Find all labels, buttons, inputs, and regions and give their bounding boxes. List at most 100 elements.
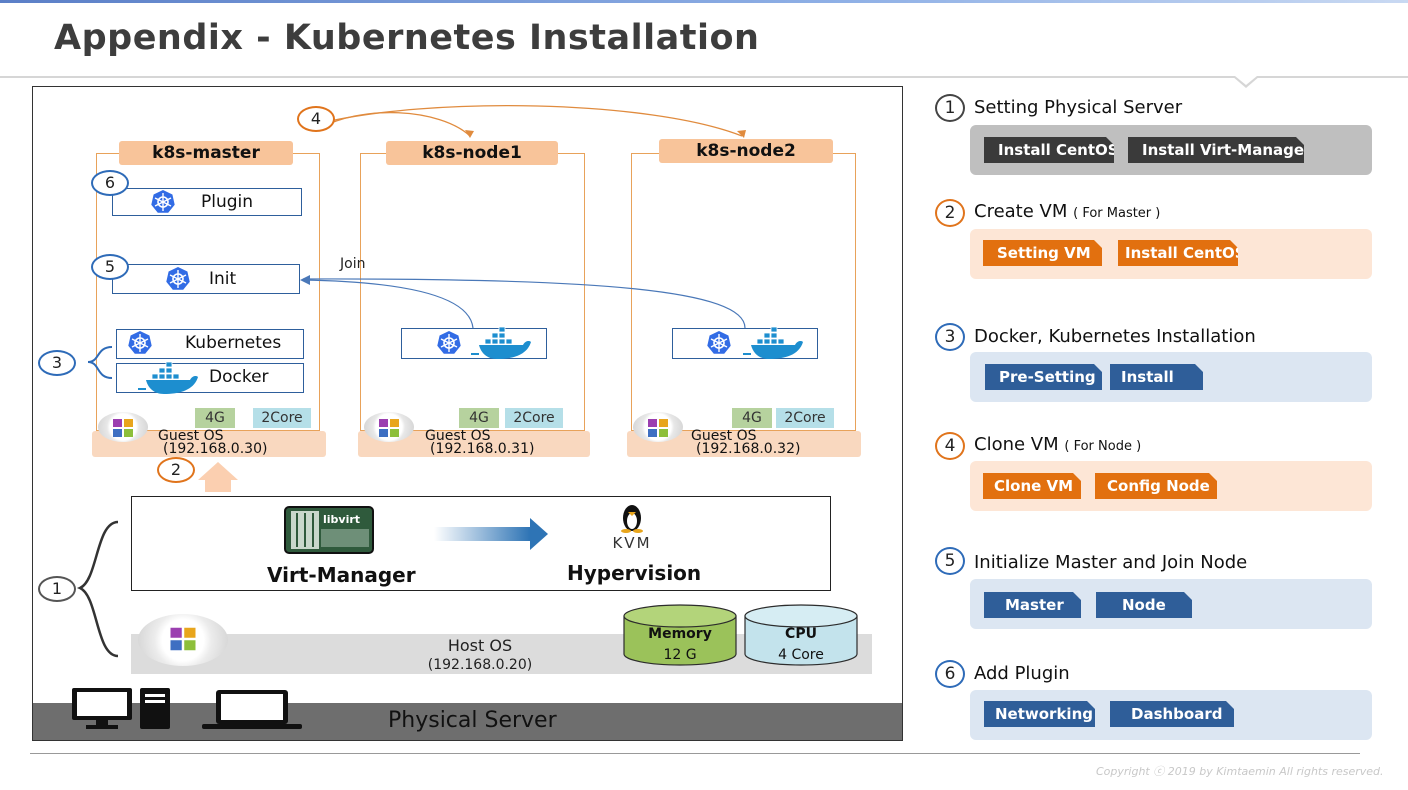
marker-4: 4 <box>297 106 335 132</box>
step-1-item-install-virt-manager: Install Virt-Manager <box>1128 137 1304 163</box>
top-accent-bar <box>0 0 1408 3</box>
host-os-label: Host OS <box>447 636 513 655</box>
memory-value: 12 G <box>663 647 697 663</box>
step-5-number: 5 <box>935 547 965 575</box>
libvirt-text: libvirt <box>323 513 360 526</box>
step-4-item-config-node: Config Node <box>1095 473 1217 499</box>
clone-arrows <box>316 104 743 137</box>
kubernetes-icon <box>127 330 153 355</box>
memory-label: Memory <box>648 626 712 642</box>
kubernetes-label: Kubernetes <box>185 333 282 353</box>
laptop-icon <box>202 690 302 729</box>
step-1-item-install-centos: Install CentOS <box>984 137 1114 163</box>
physical-server-label: Physical Server <box>388 708 557 733</box>
hypervisor-box <box>131 496 831 591</box>
step-1-number: 1 <box>935 94 965 122</box>
bracket-3 <box>87 346 113 379</box>
copyright-text: Copyright ⓒ 2019 by Kimtaemin All rights… <box>1096 765 1384 778</box>
memory-badge-master: 4G <box>195 408 235 428</box>
docker-icon <box>470 326 532 360</box>
step-1-title: Setting Physical Server <box>974 97 1183 118</box>
join-label: Join <box>340 256 366 272</box>
step-2-note: ( For Master ) <box>1073 206 1161 221</box>
step-6-item-networking: Networking <box>984 701 1095 727</box>
step-5-title: Initialize Master and Join Node <box>974 552 1248 573</box>
guest-os-label-node1: Guest OS <box>425 428 491 444</box>
guest-os-ip-node1: (192.168.0.31) <box>430 441 535 457</box>
plugin-box <box>112 188 302 216</box>
marker-3: 3 <box>38 350 76 376</box>
marker-1: 1 <box>38 576 76 602</box>
cpu-badge-node1: 2Core <box>505 408 563 428</box>
page-title: Appendix - Kubernetes Installation <box>54 18 760 58</box>
centos-icon-master <box>98 412 148 442</box>
cpu-value: 4 Core <box>778 647 824 663</box>
step-5-item-master: Master <box>984 592 1081 618</box>
step-6-item-dashboard: Dashboard <box>1110 701 1234 727</box>
kubernetes-icon <box>436 330 462 355</box>
cpu-cylinder <box>744 604 858 666</box>
step-2-title-row: Create VM ( For Master ) <box>974 201 1160 222</box>
step-2-item-setting-vm: Setting VM <box>983 240 1102 266</box>
step-3-title: Docker, Kubernetes Installation <box>974 326 1256 347</box>
libvirt-logo-icon: libvirt <box>284 506 374 554</box>
centos-icon-node1 <box>364 412 414 442</box>
step-5-item-node: Node <box>1096 592 1192 618</box>
guest-os-ip-master: (192.168.0.30) <box>163 441 268 457</box>
kubernetes-icon <box>150 189 176 214</box>
cpu-badge-master: 2Core <box>253 408 311 428</box>
arrow-right-icon <box>434 518 548 550</box>
step-4-item-clone-vm: Clone VM <box>983 473 1081 499</box>
init-label: Init <box>209 269 237 289</box>
vm-title-node1: k8s-node1 <box>386 141 558 165</box>
guest-os-ip-node2: (192.168.0.32) <box>696 441 801 457</box>
join-arrowhead <box>300 275 310 285</box>
virt-manager-label: Virt-Manager <box>267 563 416 587</box>
docker-icon <box>137 361 199 395</box>
step-4-number: 4 <box>935 432 965 460</box>
step-3-item-install: Install <box>1110 364 1203 390</box>
step-3-number: 3 <box>935 323 965 351</box>
step-2-number: 2 <box>935 199 965 227</box>
divider-notch-inner <box>1235 76 1257 85</box>
memory-badge-node2: 4G <box>732 408 772 428</box>
step-4-title: Clone VM <box>974 434 1059 455</box>
docker-box <box>116 363 304 393</box>
docker-icon <box>742 326 804 360</box>
step-6-title: Add Plugin <box>974 663 1070 684</box>
kvm-logo-icon: KVM <box>612 505 650 550</box>
title-divider <box>0 76 1408 78</box>
physical-server-bar <box>33 703 902 740</box>
kubernetes-icon <box>706 330 732 355</box>
cpu-badge-node2: 2Core <box>776 408 834 428</box>
computer-icons <box>72 688 302 729</box>
cpu-label: CPU <box>785 626 817 642</box>
guest-os-label-node2: Guest OS <box>691 428 757 444</box>
plugin-label: Plugin <box>201 192 254 212</box>
memory-cylinder <box>623 604 737 666</box>
arrowhead-node1 <box>465 130 474 138</box>
step-2-item-install-centos: Install CentOS <box>1118 240 1238 266</box>
footer-divider <box>30 753 1360 754</box>
join-arrows <box>302 278 746 329</box>
step-4-title-row: Clone VM ( For Node ) <box>974 434 1141 455</box>
desktop-monitor-icon <box>72 688 132 729</box>
centos-icon-node2 <box>633 412 683 442</box>
arrowhead-node2 <box>737 130 746 138</box>
step-3-item-pre-setting: Pre-Setting <box>985 364 1102 390</box>
marker-6: 6 <box>91 170 129 196</box>
init-box <box>112 264 300 294</box>
step-4-note: ( For Node ) <box>1064 439 1142 454</box>
marker-2: 2 <box>157 457 195 483</box>
step-2-title: Create VM <box>974 201 1068 222</box>
up-arrow <box>198 462 238 492</box>
tower-pc-icon <box>140 688 170 729</box>
centos-host-icon <box>138 614 228 666</box>
bracket-1 <box>76 520 119 658</box>
docker-label: Docker <box>209 367 269 387</box>
vm-title-node2: k8s-node2 <box>659 139 833 163</box>
kubernetes-icon <box>165 266 191 291</box>
step-6-number: 6 <box>935 660 965 688</box>
memory-badge-node1: 4G <box>459 408 499 428</box>
